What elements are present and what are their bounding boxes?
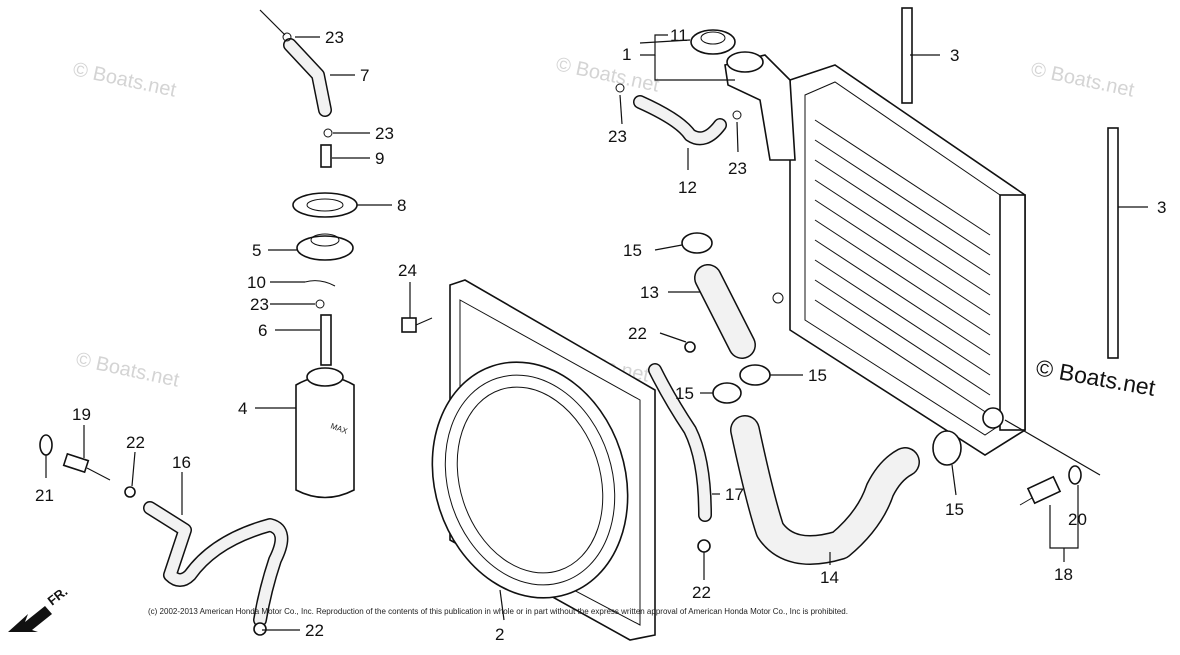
callout: 15: [675, 384, 694, 403]
reserve-tank: MAX: [295, 367, 355, 499]
tank-cap: [296, 233, 354, 261]
hose-clamp: [712, 382, 742, 404]
callout: 8: [397, 196, 406, 215]
watermark: © Boats.net: [71, 58, 179, 101]
callout: 3: [950, 46, 959, 65]
callout: 4: [238, 399, 247, 418]
seal-strip: [1107, 127, 1119, 359]
callout: 23: [608, 127, 627, 146]
filler-neck: [724, 51, 796, 161]
tube-clip: [315, 299, 325, 309]
thermo-switch: [1019, 475, 1062, 506]
callout: 22: [692, 583, 711, 602]
callout: 5: [252, 241, 261, 260]
callout: 15: [945, 500, 964, 519]
callout: 13: [640, 283, 659, 302]
tube-clip: [253, 622, 267, 636]
front-direction-marker: FR.: [8, 584, 70, 632]
arrow-icon: [8, 606, 52, 632]
tube-clip: [124, 486, 136, 498]
callout: 3: [1157, 198, 1166, 217]
hose-clamp: [739, 364, 771, 386]
watermark-strong: © Boats.net: [1034, 354, 1158, 401]
tube-clip: [697, 539, 711, 553]
callout: 15: [808, 366, 827, 385]
tube-clip: [684, 341, 696, 353]
callout: 22: [305, 621, 324, 640]
tube-clip: [323, 128, 333, 138]
fan-ring: [431, 361, 629, 599]
callout: 16: [172, 453, 191, 472]
callout: 6: [258, 321, 267, 340]
tube-clip: [282, 32, 292, 42]
callout: 15: [623, 241, 642, 260]
watermark: © Boats.net: [74, 348, 182, 391]
tank-pipe: [320, 314, 332, 366]
callout: 2: [495, 625, 504, 644]
hose-clamp: [932, 430, 962, 466]
callout: 10: [247, 273, 266, 292]
radiator: [772, 64, 1026, 456]
copyright-notice: (c) 2002-2013 American Honda Motor Co., …: [148, 607, 848, 616]
callout: 23: [728, 159, 747, 178]
callout: 18: [1054, 565, 1073, 584]
leader-lines: [45, 9, 1148, 631]
tank-joint: [320, 144, 332, 168]
tube-clip: [615, 83, 625, 93]
radiator-cap: [690, 29, 736, 55]
wire-clip: [304, 280, 336, 287]
callout: 20: [1068, 510, 1087, 529]
callout: 14: [820, 568, 839, 587]
callout: 23: [250, 295, 269, 314]
callout: 23: [325, 28, 344, 47]
callout: 19: [72, 405, 91, 424]
callout: 21: [35, 486, 54, 505]
callout: 7: [360, 66, 369, 85]
front-label: FR.: [45, 584, 71, 609]
callout: 1: [622, 45, 631, 64]
tube-clip: [732, 110, 742, 120]
hose-joint: [62, 452, 111, 481]
callout: 22: [628, 324, 647, 343]
watermark: © Boats.net: [554, 53, 662, 96]
callout: 24: [398, 261, 417, 280]
packing-ring: [292, 192, 358, 218]
callout: 17: [725, 485, 744, 504]
callout: 9: [375, 149, 384, 168]
watermark: © Boats.net: [1029, 58, 1137, 101]
washer: [1068, 465, 1082, 485]
callout: 12: [678, 178, 697, 197]
callout-labels: 1 2 3 3 4 5 6 7 8 9 10 11 12 13 14 15 15…: [35, 26, 1166, 644]
callout: 23: [375, 124, 394, 143]
bolt: [401, 317, 433, 333]
callout: 11: [670, 26, 688, 45]
callout: 22: [126, 433, 145, 452]
washer: [39, 434, 53, 456]
hose-clamp: [681, 232, 713, 254]
